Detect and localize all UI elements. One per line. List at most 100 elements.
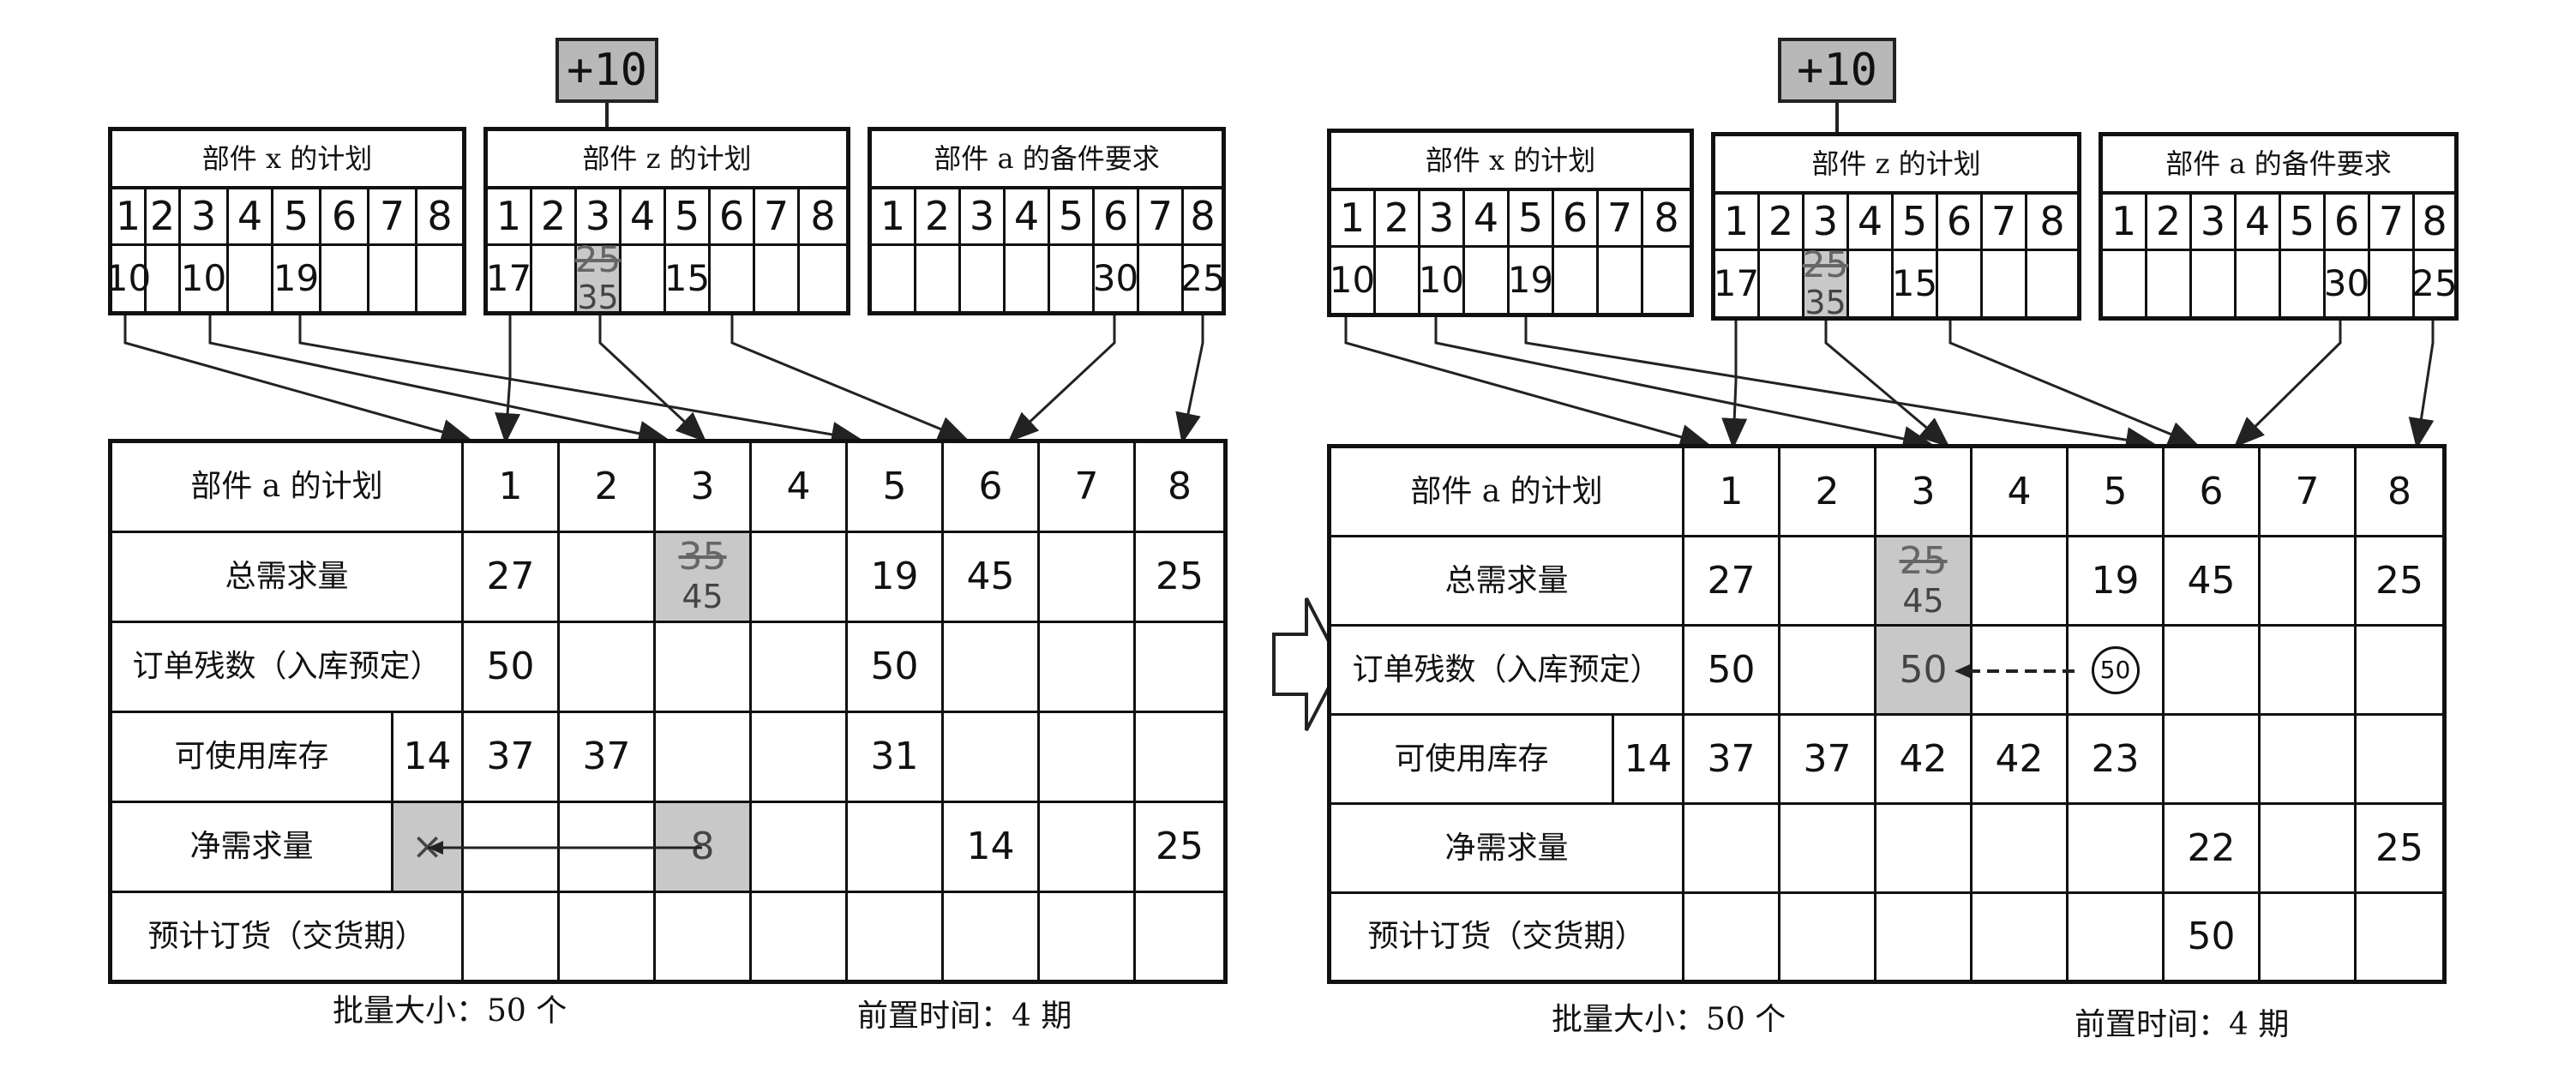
gross-cell (1040, 533, 1136, 623)
inventory-cell: 37 (1684, 716, 1780, 805)
row-label-inventory: 可使用库存 (1331, 716, 1614, 805)
period-header: 8 (2027, 191, 2077, 251)
net-cell (1973, 805, 2069, 894)
plan-z-value (1938, 251, 1983, 316)
plan-x-value: 10 (105, 246, 151, 311)
initial-inventory: 14 (393, 713, 464, 803)
inventory-cell (752, 713, 848, 803)
plan-x-value (1599, 248, 1643, 313)
planned-cell (2069, 894, 2165, 980)
net-cell: 22 (2165, 805, 2261, 894)
period-header: 7 (1983, 191, 2027, 251)
plan-z-value (711, 246, 755, 311)
net-cell (1876, 805, 1973, 894)
plan-x-table: 部件 x 的计划 1 2 3 4 5 6 7 8 10 10 19 (1327, 129, 1694, 317)
period-header: 6 (1554, 188, 1599, 248)
arrow-x-to-p5 (298, 315, 862, 446)
planned-cell: 50 (2165, 894, 2261, 980)
reschedule-arrow-icon (1955, 664, 2075, 678)
lot-size-caption: 批量大小：50 个 (1552, 1002, 1786, 1037)
spare-a-title: 部件 a 的备件要求 (872, 131, 1222, 189)
period-header: 2 (532, 186, 577, 246)
planned-cell (1876, 894, 1973, 980)
period-header: 7 (369, 186, 417, 246)
plan-z-title: 部件 z 的计划 (488, 131, 846, 189)
planned-cell (656, 893, 752, 980)
plan-x-value (1376, 248, 1420, 313)
period-header: 3 (961, 186, 1006, 246)
inventory-cell: 42 (1973, 716, 2069, 805)
period-header: 6 (944, 443, 1040, 533)
arrow-a8-to-p8 (1175, 315, 1204, 444)
increment-tag: +10 (555, 38, 658, 103)
row-label-gross: 总需求量 (112, 533, 464, 623)
plan-x-value (369, 246, 417, 311)
plan-x-value: 19 (273, 246, 321, 311)
period-header: 3 (1420, 188, 1465, 248)
plan-x-value: 10 (181, 246, 229, 311)
row-label-gross: 总需求量 (1331, 537, 1684, 627)
arrow-z5-to-p5 (730, 315, 970, 441)
spare-a-value: 25 (2411, 262, 2458, 304)
tag-connector (1835, 103, 1839, 132)
inventory-cell: 31 (848, 713, 944, 803)
inventory-cell: 42 (1876, 716, 1973, 805)
period-header: 4 (229, 186, 273, 246)
arrow-z5-to-p5 (1949, 321, 2200, 447)
receipt-cell: 50 (848, 623, 944, 713)
spare-a-value (2192, 251, 2237, 316)
arrow-z3-to-p3 (1824, 321, 1950, 447)
period-header: 5 (1894, 191, 1938, 251)
period-header: 4 (1849, 191, 1894, 251)
period-header: 3 (2192, 191, 2237, 251)
period-header: 7 (1139, 186, 1184, 246)
old-value: 35 (678, 535, 727, 579)
gross-cell: 25 (1136, 533, 1223, 623)
plan-z-value: 15 (1892, 251, 1938, 316)
tag-connector (605, 103, 609, 129)
row-label-receipts: 订单残数（入库预定） (1331, 627, 1684, 716)
period-header: 7 (2261, 448, 2357, 537)
gross-cell: 27 (464, 533, 560, 623)
plan-z-changed-cell: 25 35 (575, 241, 621, 316)
arrow-x-to-p1 (123, 315, 472, 445)
plan-z-table: 部件 z 的计划 1 2 3 4 5 6 7 8 17 25 35 15 (1711, 132, 2081, 321)
lead-time-caption: 前置时间：4 期 (2075, 1007, 2290, 1042)
plan-x-value (229, 246, 273, 311)
net-cell: 25 (2357, 805, 2442, 894)
connector-arrows (1344, 317, 2435, 450)
lot-size-caption: 批量大小：50 个 (333, 993, 567, 1029)
planned-cell (464, 893, 560, 980)
plan-x-value (147, 246, 181, 311)
inventory-cell: 37 (1780, 716, 1876, 805)
arrow-x-to-p3 (208, 315, 670, 446)
gross-cell (2261, 537, 2357, 627)
period-header: 1 (1331, 188, 1376, 248)
period-header: 3 (1876, 448, 1973, 537)
receipt-cell (2261, 627, 2357, 716)
period-header: 7 (2370, 191, 2415, 251)
arrow-x-to-p5 (1524, 317, 2157, 450)
spare-a-value (2237, 251, 2281, 316)
plan-x-title: 部件 x 的计划 (112, 131, 462, 189)
initial-inventory: 14 (1614, 716, 1684, 805)
period-header: 1 (1684, 448, 1780, 537)
planned-cell (1973, 894, 2069, 980)
gross-cell: 19 (848, 533, 944, 623)
period-header: 1 (872, 186, 916, 246)
gross-cell (1780, 537, 1876, 627)
plan-z-value (621, 246, 666, 311)
period-header: 6 (2326, 191, 2370, 251)
period-header: 8 (800, 186, 846, 246)
inventory-cell (656, 713, 752, 803)
plan-z-value: 17 (1714, 251, 1760, 316)
period-header: 3 (656, 443, 752, 533)
back-arrow-icon (428, 841, 702, 855)
receipt-origin-cell: 50 (2069, 627, 2165, 716)
plan-z-changed-cell: 25 35 (1803, 246, 1849, 321)
period-header: 3 (181, 186, 229, 246)
gross-cell: 19 (2069, 537, 2165, 627)
row-label-inventory: 可使用库存 (112, 713, 393, 803)
spare-a-value: 30 (2324, 251, 2370, 316)
plan-x-value: 10 (1330, 248, 1376, 313)
